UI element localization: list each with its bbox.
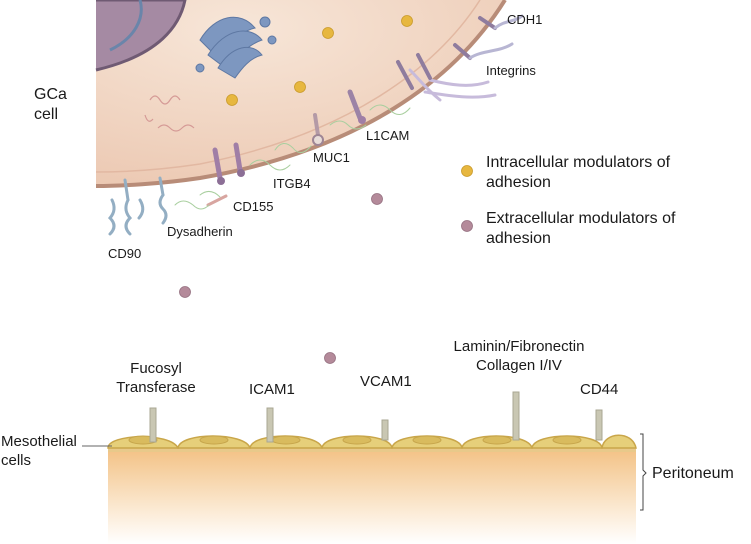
cd44-label: CD44: [580, 381, 619, 398]
cd90-protein: [107, 178, 145, 236]
muc1-protein: [312, 113, 324, 146]
integrins-label: Integrins: [486, 63, 536, 78]
cd90-label: CD90: [108, 246, 142, 261]
l1cam-protein: [347, 89, 366, 124]
gca-cell-label: GCa cell: [34, 86, 67, 123]
cdh1-label: CDH1: [507, 12, 543, 27]
receptor-stalks: [149, 391, 603, 443]
gca-cell-body: [95, 0, 507, 188]
golgi-organelle: [195, 16, 277, 79]
fucosyl-transferase-label: Fucosyl Transferase: [116, 360, 196, 396]
peritoneum-tissue: [108, 446, 636, 544]
ecm-strands: [174, 104, 411, 210]
mesothelial-cells-label: Mesothelial cells: [1, 433, 77, 469]
dysadherin-protein: [158, 176, 168, 225]
cd155-label: CD155: [233, 199, 274, 214]
muc1-label: MUC1: [313, 150, 350, 165]
icam1-label: ICAM1: [249, 381, 295, 398]
legend-intracellular-label: Intracellular modulators of adhesion: [486, 154, 671, 191]
legend-intracellular-dot: [461, 165, 473, 177]
legend-extracellular-dot: [461, 220, 473, 232]
integrins-protein: [396, 53, 497, 102]
vcam1-label: VCAM1: [360, 373, 412, 390]
nucleus: [95, 0, 187, 72]
cdh1-protein: [453, 14, 524, 60]
laminin-collagen-label: Laminin/Fibronectin Collagen I/IV: [453, 338, 585, 374]
peritoneum-bracket: [640, 433, 647, 511]
legend-extracellular-label: Extracellular modulators of adhesion: [486, 210, 676, 247]
dysadherin-label: Dysadherin: [167, 224, 233, 239]
peritoneum-label: Peritoneum: [652, 465, 734, 482]
intracellular-modulators: [226, 15, 413, 106]
extracellular-modulators: [179, 193, 383, 364]
er-squiggle: [144, 95, 195, 132]
itgb4-label: ITGB4: [273, 176, 311, 191]
itgb4-protein: [233, 142, 245, 177]
mesothelial-layer: [107, 434, 637, 449]
membrane-proteins: [107, 14, 524, 236]
cd155-protein: [206, 147, 228, 207]
l1cam-label: L1CAM: [366, 128, 410, 143]
